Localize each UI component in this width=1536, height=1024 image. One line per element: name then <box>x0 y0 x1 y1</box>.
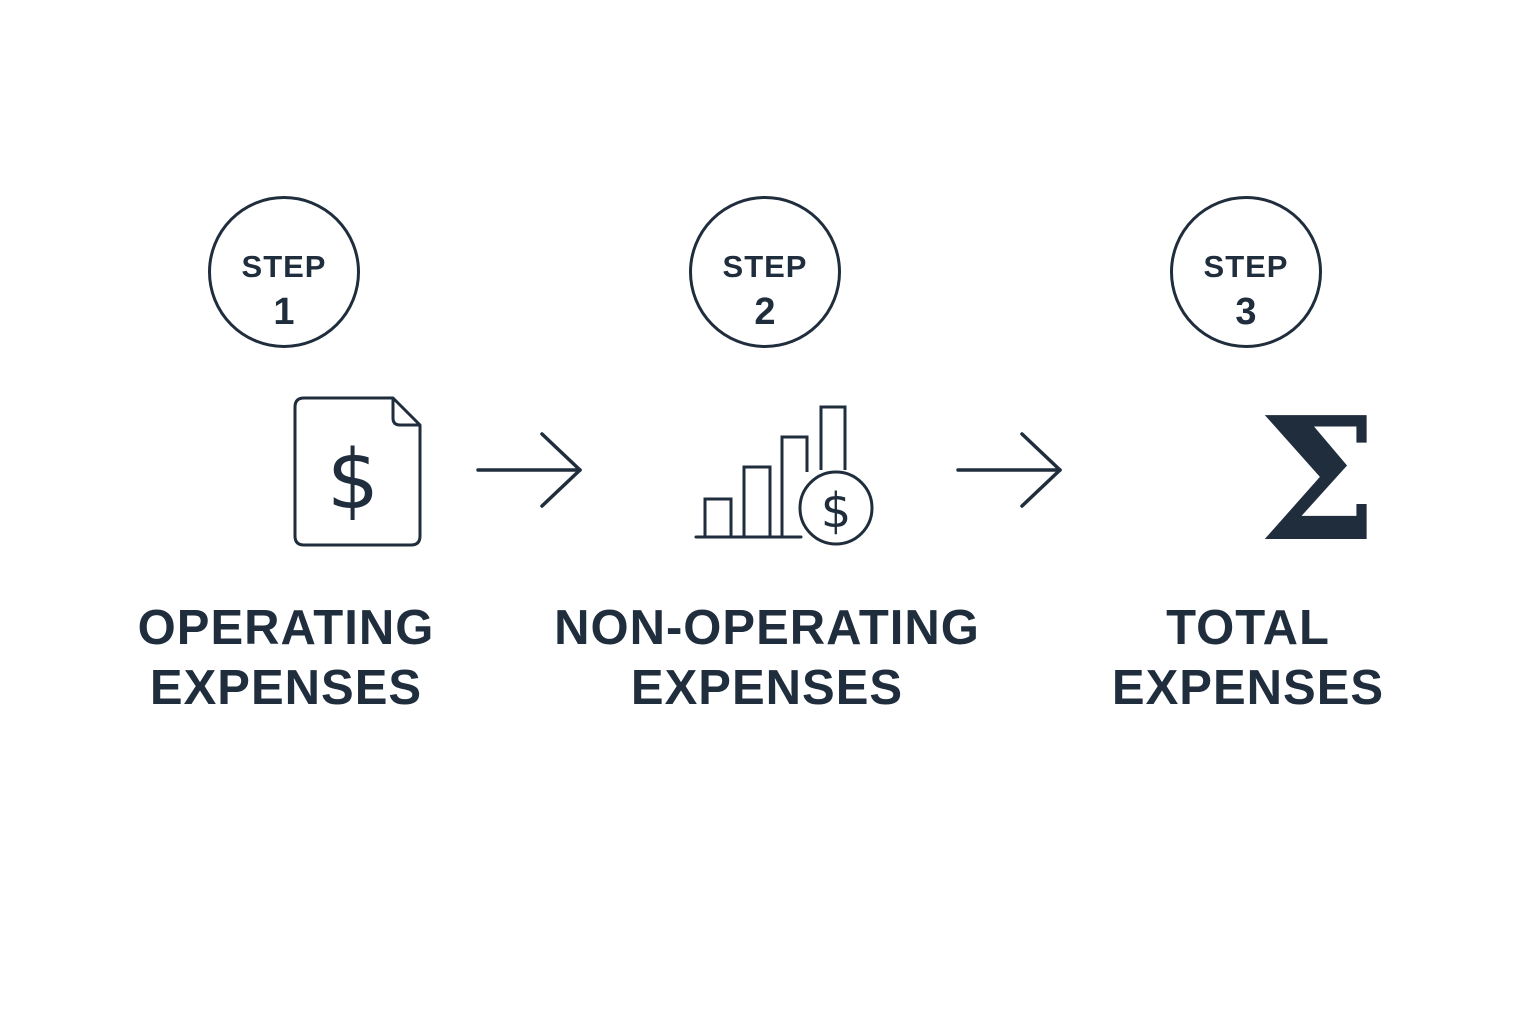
step-1-label-line1: OPERATING <box>137 601 435 655</box>
step-2-badge: STEP 2 <box>689 196 841 348</box>
step-2-label: NON-OPERATING EXPENSES <box>547 598 987 718</box>
arrow-right-icon <box>476 430 586 510</box>
dollar-document-icon: $ <box>136 394 436 554</box>
step-1-badge-number: 1 <box>273 291 295 333</box>
step-1: STEP 1 $ OPERATING EXPENSES <box>66 0 506 1024</box>
step-2-badge-number: 2 <box>754 291 776 333</box>
step-1-badge: STEP 1 <box>208 196 360 348</box>
step-1-label-line2: EXPENSES <box>149 661 423 715</box>
coin-dollar-glyph: $ <box>821 483 852 539</box>
step-1-label: OPERATING EXPENSES <box>66 598 506 718</box>
step-2-label-line1: NON-OPERATING <box>554 601 980 655</box>
step-1-badge-word: STEP <box>241 249 327 284</box>
step-3-badge: STEP 3 <box>1170 196 1322 348</box>
step-3-badge-word: STEP <box>1203 249 1289 284</box>
step-3-label-line1: TOTAL <box>1166 601 1330 655</box>
dollar-glyph: $ <box>327 433 379 528</box>
step-3-badge-number: 3 <box>1235 291 1257 333</box>
step-2-label-line2: EXPENSES <box>630 661 904 715</box>
step-2-badge-word: STEP <box>722 249 808 284</box>
step-3-label-line2: EXPENSES <box>1111 661 1385 715</box>
sigma-glyph: Σ <box>1258 394 1378 554</box>
bar-chart-dollar-coin-icon: $ <box>617 394 917 554</box>
step-2: STEP 2 $ NON-OPERATING EXPENSES <box>547 0 987 1024</box>
step-3-label: TOTAL EXPENSES <box>1028 598 1468 718</box>
step-3: STEP 3 Σ TOTAL EXPENSES <box>1028 0 1468 1024</box>
sigma-sum-icon: Σ <box>1098 394 1398 554</box>
arrow-right-icon <box>956 430 1066 510</box>
